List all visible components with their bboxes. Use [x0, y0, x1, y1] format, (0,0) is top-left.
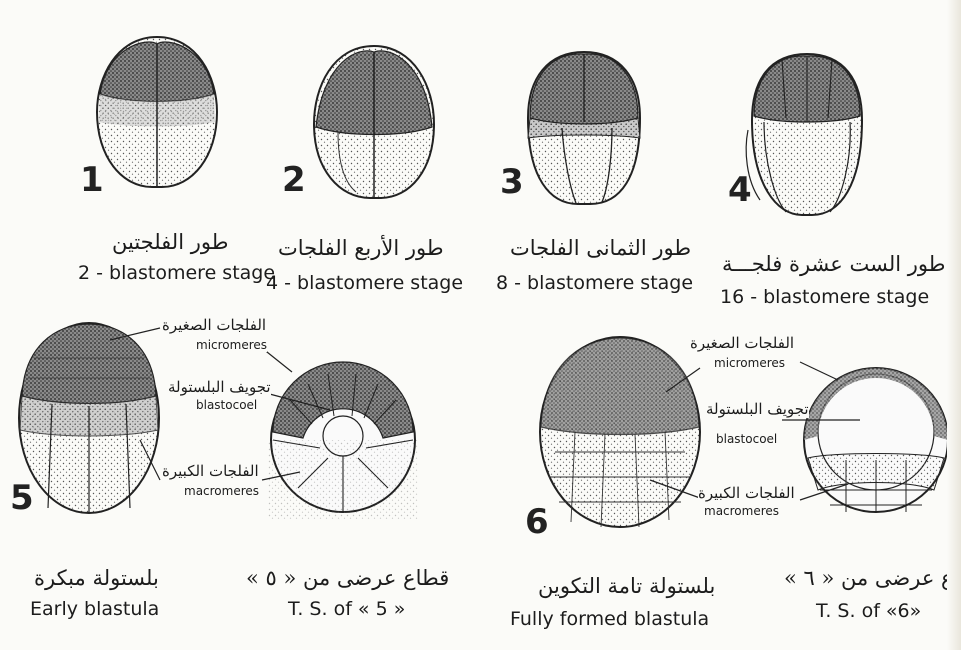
micromeres-label-en-full: micromeres [714, 356, 785, 370]
full-blastula-caption-ar: بلستولة تامة التكوين [538, 574, 715, 598]
page-edge-shadow [947, 0, 961, 650]
ts-full-caption-en: T. S. of «6» [816, 600, 921, 622]
blastocoel-label-ar-early: تجويف البلستولة [168, 378, 271, 396]
blastocoel-label-en-full: blastocoel [716, 432, 777, 446]
early-blastula-caption-en: Early blastula [30, 598, 159, 620]
full-blastula-caption-en: Fully formed blastula [510, 608, 709, 630]
micromeres-label-ar-full: الفلجات الصغيرة [690, 334, 794, 352]
macromeres-label-ar-early: الفلجات الكبيرة [162, 462, 259, 480]
early-blastula-caption-ar: بلستولة مبكرة [34, 566, 159, 590]
ts-full-caption-ar: قطاع عرضى من « ٦ » [784, 566, 961, 590]
micromeres-label-en-early: micromeres [196, 338, 267, 352]
macromeres-label-en-full: macromeres [704, 504, 779, 518]
ts-early-caption-en: T. S. of « 5 » [288, 598, 405, 620]
blastocoel-label-en-early: blastocoel [196, 398, 257, 412]
macromeres-label-ar-full: الفلجات الكبيرة [698, 484, 795, 502]
micromeres-label-ar-early: الفلجات الصغيرة [162, 316, 266, 334]
macromeres-label-en-early: macromeres [184, 484, 259, 498]
ts-early-caption-ar: قطاع عرضى من « ٥ » [246, 566, 449, 590]
blastocoel-label-ar-full: تجويف البلستولة [706, 400, 809, 418]
